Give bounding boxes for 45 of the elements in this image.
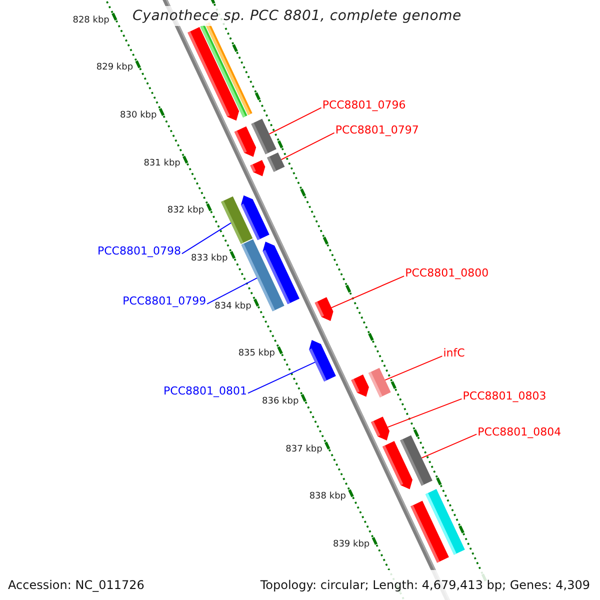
leader-line xyxy=(247,362,316,394)
leader-line xyxy=(384,356,443,381)
gene-feature xyxy=(371,416,390,440)
gene-label: PCC8801_0796 xyxy=(322,98,406,112)
leader-line xyxy=(206,278,258,304)
gene-feature xyxy=(240,195,270,240)
gene-label: PCC8801_0798 xyxy=(97,244,181,258)
gene-label: PCC8801_0801 xyxy=(164,384,247,398)
gene-label: PCC8801_0799 xyxy=(122,294,206,308)
leader-line xyxy=(268,107,322,134)
gene-feature xyxy=(314,297,334,321)
gene-feature xyxy=(251,118,276,154)
gene-feature xyxy=(262,242,300,304)
leader-line xyxy=(331,276,405,308)
gene-label: PCC8801_0804 xyxy=(478,424,562,438)
leader-line xyxy=(421,434,478,458)
accession-text: Accession: NC_011726 xyxy=(8,578,144,592)
tick-label: 834 kbp xyxy=(214,301,252,312)
gene-label: PCC8801_0797 xyxy=(335,124,419,137)
tick-label: 829 kbp xyxy=(96,62,134,74)
gene-feature xyxy=(400,435,432,486)
tick-label: 833 kbp xyxy=(191,254,228,264)
tick-label: 828 kbp xyxy=(72,15,110,26)
tick-label: 837 kbp xyxy=(286,444,322,455)
tick-label: 836 kbp xyxy=(262,396,299,408)
tick-label: 832 kbp xyxy=(167,206,204,217)
leader-line xyxy=(387,398,462,428)
tick-label: 835 kbp xyxy=(238,348,276,360)
gene-feature xyxy=(250,160,266,176)
gene-feature xyxy=(267,152,285,172)
tick-label: 831 kbp xyxy=(144,158,180,170)
gene-feature xyxy=(410,500,449,563)
tick-label: 839 kbp xyxy=(332,540,370,550)
leader-line xyxy=(181,222,232,254)
gene-label: PCC8801_0803 xyxy=(462,390,546,403)
tick-label: 830 kbp xyxy=(120,110,157,122)
gene-feature xyxy=(368,368,391,398)
gene-label: infC xyxy=(443,346,465,360)
genome-summary-text: Topology: circular; Length: 4,679,413 bp; Genes: 4,309 xyxy=(260,578,590,592)
gene-feature xyxy=(234,126,256,157)
gene-label: PCC8801_0800 xyxy=(405,266,489,280)
tick-label: 838 kbp xyxy=(309,492,346,503)
gene-feature xyxy=(309,340,336,382)
leader-line xyxy=(280,132,335,160)
gene-feature xyxy=(351,374,369,397)
